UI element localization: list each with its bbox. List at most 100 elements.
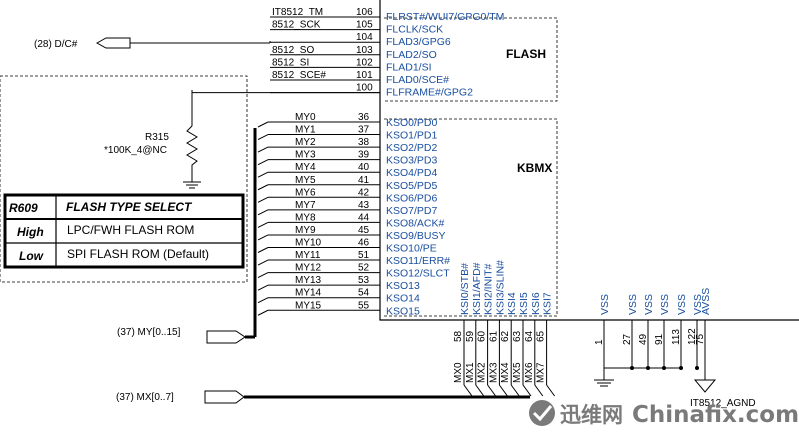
kso-pin-name: KSO3/PD3 (386, 155, 438, 167)
ksi-pin-name: KSI3/SLIN# (494, 260, 506, 315)
kso-net-label: MY10 (295, 238, 322, 249)
kso-net-label: MY3 (295, 150, 316, 161)
ksi-pin-name: KSI0/STB# (459, 263, 471, 315)
ksi-pin-number: 59 (465, 330, 476, 342)
my-offpage-connector (206, 330, 246, 344)
ksi-net-label: MX7 (536, 362, 547, 383)
watermark-check-icon (532, 405, 553, 422)
kso-pin-number: 52 (358, 263, 370, 274)
power-pin-name: VSS (692, 294, 704, 315)
kso-pin-name: KSO9/BUSY (386, 230, 446, 242)
flash-pin-number: 105 (356, 20, 373, 31)
kso-pin-number: 36 (358, 112, 370, 123)
ksi-pin-name: KSI7 (542, 292, 554, 315)
ksi-pin-number: 63 (512, 330, 523, 342)
power-pin-name: VSS (627, 294, 639, 315)
kso-pin-name: KSO10/PE (386, 243, 437, 255)
kso-pin-number: 42 (358, 187, 370, 198)
power-pin-number: 122 (687, 328, 698, 345)
ksi-net-label: MX5 (512, 362, 523, 383)
ksi-pin-number: 65 (536, 330, 547, 342)
ksi-pin-number: 64 (524, 330, 535, 342)
table-desc-low: SPI FLASH ROM (Default) (67, 247, 209, 261)
ksi-pin-name: KSI6 (530, 292, 542, 315)
kso-net-label: MY6 (295, 187, 316, 198)
kso-pin-number: 43 (358, 200, 370, 211)
ksi-pin-group: KSI0/STB#58MX0KSI1/AFD#59MX1KSI2/INIT#60… (453, 260, 556, 397)
ksi-pin-name: KSI2/INIT# (483, 263, 495, 315)
power-pin-number: 113 (671, 329, 682, 345)
kso-net-label: MY14 (295, 288, 322, 299)
ksi-pin-name: KSI1/AFD# (471, 262, 483, 315)
power-pin-number: 75 (695, 333, 706, 345)
table-desc-high: LPC/FWH FLASH ROM (67, 223, 194, 237)
ic-body (379, 0, 799, 321)
kso-pin-number: 55 (358, 300, 370, 311)
kso-pin-number: 38 (358, 137, 370, 148)
watermark-cn: 迅维网 (560, 403, 623, 427)
flash-type-table: R609 FLASH TYPE SELECT High LPC/FWH FLAS… (3, 193, 245, 269)
ksi-pin-number: 62 (500, 330, 511, 342)
kso-net-label: MY0 (295, 112, 316, 123)
flash-pin-name: FLAD2/SO (386, 49, 437, 61)
resistor-value: *100K_4@NC (104, 145, 167, 156)
mx-bus-label: (37) MX[0..7] (116, 392, 174, 403)
ksi-net-label: MX4 (500, 362, 511, 383)
flash-pin-name: FLAD1/SI (386, 61, 432, 73)
kso-pin-name: KSO11/ERR# (386, 255, 450, 267)
watermark: 迅维网 Chinafix.com (529, 400, 799, 428)
flash-pin-number: 100 (356, 83, 373, 94)
flash-net-label: 8512_SCE# (272, 70, 326, 81)
power-pin-number: 1 (594, 339, 605, 345)
kso-pin-number: 51 (358, 250, 370, 261)
table-level-high: High (17, 225, 44, 239)
kso-net-label: MY2 (295, 137, 316, 148)
power-pin-name: VSS (599, 294, 611, 315)
kso-pin-name: KSO13 (386, 280, 420, 292)
flash-pin-number: 103 (356, 45, 373, 56)
kso-pin-name: KSO4/PD4 (386, 167, 438, 179)
ksi-net-label: MX2 (477, 362, 488, 383)
flash-net-label: IT8512_TM (272, 7, 323, 18)
flash-pin-name: FLFRAME#/GPG2 (386, 87, 473, 99)
table-title: FLASH TYPE SELECT (66, 200, 193, 214)
kso-net-label: MY9 (295, 225, 316, 236)
kso-net-label: MY7 (295, 200, 316, 211)
flash-pin-name: FLRST#/WUI7/GPG0/TM (386, 11, 504, 23)
power-pin-name: AVSS (700, 288, 712, 315)
kso-pin-name: KSO2/PD2 (386, 142, 438, 154)
kso-net-label: MY11 (295, 250, 321, 261)
dc-net: (28) D/C# (34, 37, 271, 50)
kso-pin-name: KSO1/PD1 (386, 130, 438, 142)
kso-net-label: MY13 (295, 275, 322, 286)
watermark-logo-icon (529, 400, 555, 426)
kso-pin-number: 44 (358, 212, 370, 223)
dc-offpage-connector (95, 37, 131, 49)
kso-pin-number: 40 (358, 162, 370, 173)
resistor-ref: R315 (145, 132, 169, 143)
ksi-pin-number: 58 (453, 330, 464, 342)
kso-pin-number: 41 (358, 175, 370, 186)
ksi-pin-name: KSI5 (518, 292, 530, 315)
ksi-net-label: MX6 (524, 362, 535, 383)
kso-pin-name: KSO7/PD7 (386, 205, 438, 217)
flash-pin-name: FLCLK/SCK (386, 24, 443, 36)
flash-section-label: FLASH (506, 47, 546, 61)
kso-pin-name: KSO5/PD5 (386, 180, 438, 192)
flash-pin-group: IT8512_TM 106 FLRST#/WUI7/GPG0/TM 8512_SCK 1… (191, 7, 504, 99)
flash-net-label: 8512_SCK (272, 20, 321, 31)
kso-pin-name: KSO8/ACK# (386, 217, 445, 229)
my-bus: (37) MY[0..15] (117, 128, 257, 344)
flash-pin-number: 106 (356, 7, 373, 18)
ksi-pin-number: 61 (488, 330, 499, 342)
kso-net-label: MY4 (295, 162, 316, 173)
power-pin-name: VSS (676, 294, 688, 315)
agnd-symbol: IT8512_AGND (690, 340, 756, 409)
agnd-label: IT8512_AGND (690, 398, 756, 409)
my-bus-label: (37) MY[0..15] (117, 327, 181, 338)
ksi-net-label: MX0 (453, 362, 464, 383)
kso-pin-number: 54 (358, 288, 370, 299)
kso-net-label: MY1 (295, 125, 316, 136)
